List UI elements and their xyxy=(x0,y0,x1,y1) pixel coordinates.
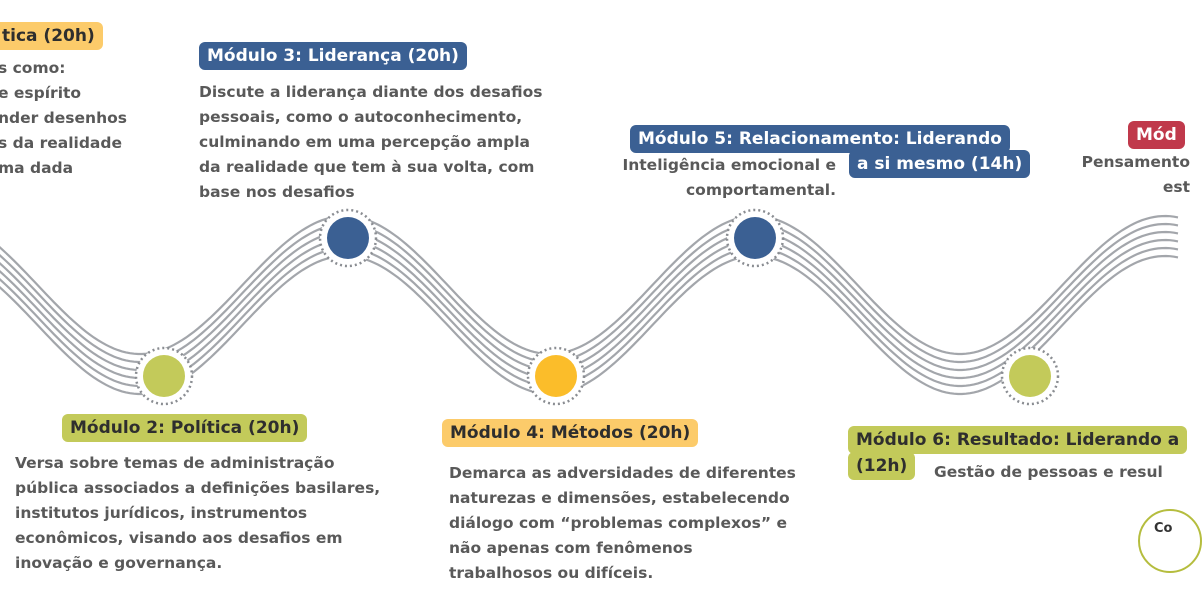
module-6-description: Gestão de pessoas e resul xyxy=(934,460,1163,485)
module-6-line: Gestão de pessoas e resul xyxy=(934,463,1163,481)
module-2-description: Versa sobre temas de administração públi… xyxy=(15,451,380,576)
module-3-line: Discute a liderança diante dos desafios xyxy=(199,83,543,101)
module-1-line: e espírito xyxy=(0,84,82,102)
module-4-description: Demarca as adversidades de diferentes na… xyxy=(449,461,796,586)
module-3-line: da realidade que tem à sua volta, com xyxy=(199,158,535,176)
node-module-4 xyxy=(535,355,577,397)
module-1-line: s como: xyxy=(0,59,66,77)
node-module-5 xyxy=(734,217,776,259)
module-2-line: inovação e governança. xyxy=(15,554,223,572)
node-module-3 xyxy=(327,217,369,259)
module-5-title-line-2: a si mesmo (14h) xyxy=(849,150,1031,178)
timeline-wave xyxy=(0,208,1179,406)
module-2-line: pública associados a definições basilare… xyxy=(15,479,381,497)
node-module-6 xyxy=(1009,355,1051,397)
wave-line xyxy=(0,238,1179,380)
module-1-title: tica (20h) xyxy=(0,22,103,50)
module-4-title: Módulo 4: Métodos (20h) xyxy=(442,419,699,447)
completion-badge-label: Co xyxy=(1154,521,1173,536)
module-5-description: Inteligência emocional e comportamental. xyxy=(612,153,836,203)
module-3-line: culminando em uma percepção ampla xyxy=(199,133,530,151)
wave-line xyxy=(0,222,1179,364)
module-5-line: Inteligência emocional e xyxy=(622,156,836,174)
module-2-title: Módulo 2: Política (20h) xyxy=(62,414,308,442)
module-2-line: institutos jurídicos, instrumentos xyxy=(15,504,308,522)
module-6-title-line-2: (12h) xyxy=(848,452,916,480)
module-7-line: est xyxy=(1162,178,1190,196)
module-3-line: pessoais, como o autoconhecimento, xyxy=(199,108,523,126)
module-7-description: Pensamento est xyxy=(1040,150,1190,200)
module-4-line: Demarca as adversidades de diferentes xyxy=(449,464,796,482)
node-module-2 xyxy=(143,355,185,397)
module-2-line: Versa sobre temas de administração xyxy=(15,454,335,472)
wave-line xyxy=(0,214,1179,356)
module-4-line: não apenas com fenômenos xyxy=(449,539,693,557)
module-1-description: s como: e espírito nder desenhos s da re… xyxy=(0,56,127,181)
module-2-line: econômicos, visando aos desafios em xyxy=(15,529,343,547)
module-4-line: diálogo com “problemas complexos” e xyxy=(449,514,787,532)
completion-badge: Co xyxy=(1138,509,1202,573)
module-5-title-line-1: Módulo 5: Relacionamento: Liderando xyxy=(630,125,1010,153)
module-5-line: comportamental. xyxy=(685,181,836,199)
module-7-line: Pensamento xyxy=(1081,153,1190,171)
module-1-line: ma dada xyxy=(0,159,74,177)
wave-line xyxy=(0,230,1179,372)
module-4-line: naturezas e dimensões, estabelecendo xyxy=(449,489,790,507)
module-1-line: s da realidade xyxy=(0,134,122,152)
module-3-line: base nos desafios xyxy=(199,183,355,201)
module-6-title-line-1: Módulo 6: Resultado: Liderando a xyxy=(848,426,1188,454)
module-4-line: trabalhosos ou difíceis. xyxy=(449,564,654,582)
module-3-description: Discute a liderança diante dos desafios … xyxy=(199,80,542,205)
module-3-title: Módulo 3: Liderança (20h) xyxy=(199,42,467,70)
module-7-title: Mód xyxy=(1128,121,1185,149)
module-1-line: nder desenhos xyxy=(0,109,127,127)
